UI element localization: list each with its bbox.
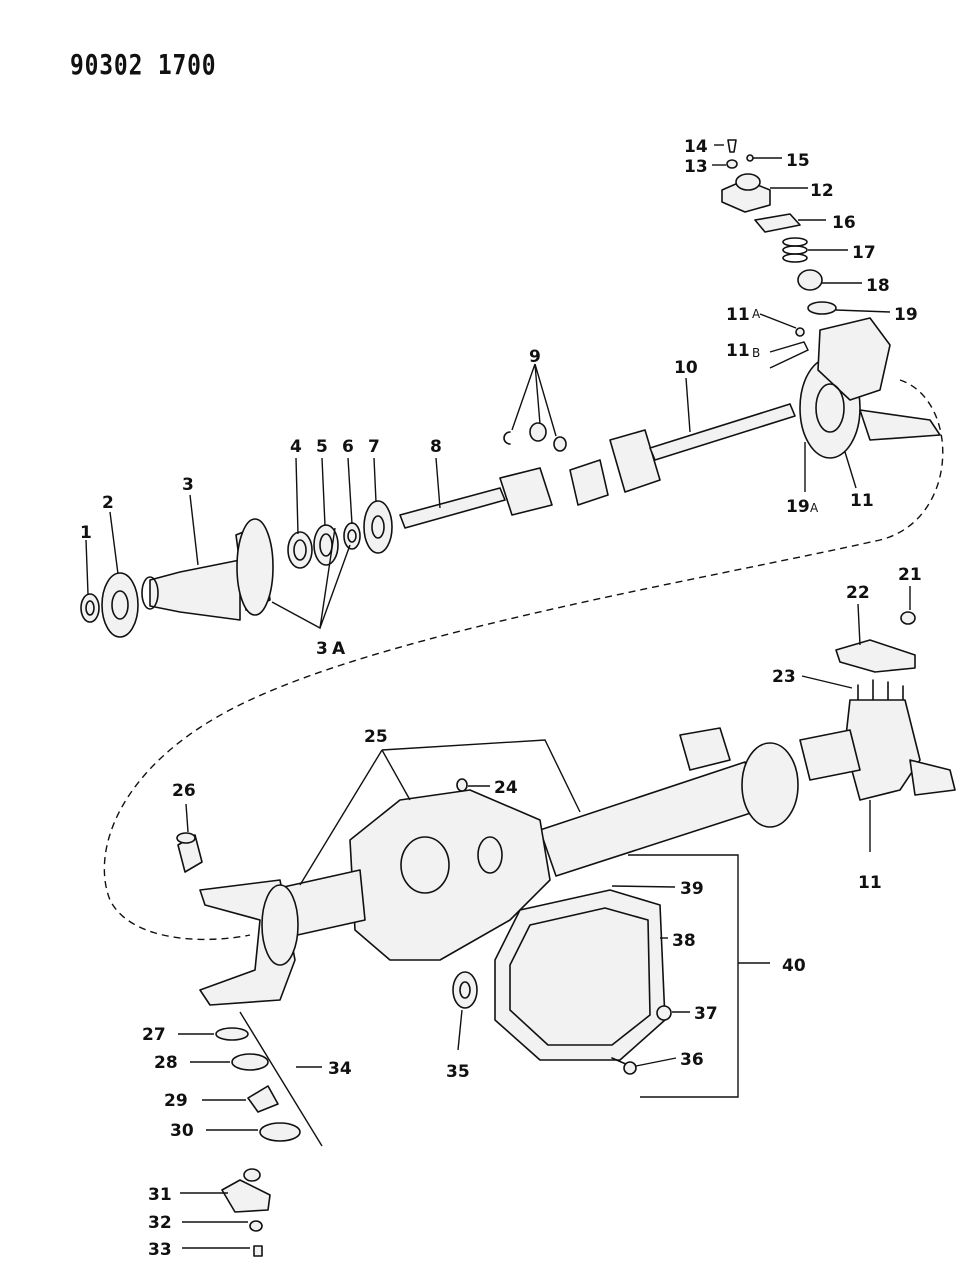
- part-8-inner-axle-shaft: [399, 467, 553, 529]
- part-15-fitting: [746, 154, 754, 162]
- part-25-differential-housing: [349, 789, 551, 961]
- leader-lines: [85, 144, 911, 1249]
- callout-29: 29: [164, 1091, 188, 1111]
- part-22-steering-arm: [835, 639, 916, 673]
- callout-11a: 11: [726, 305, 750, 325]
- part-9-universal-joint: [503, 422, 609, 506]
- part-13-washer: [726, 159, 738, 169]
- part-36-cover-bolt: [611, 1057, 637, 1075]
- callout-3a: 3: [316, 639, 328, 659]
- assembly-boundary-dashed: [103, 379, 944, 941]
- callout-40: 40: [782, 956, 806, 976]
- callout-6: 6: [342, 437, 354, 457]
- part-14-bolt: [727, 139, 737, 153]
- callout-3: 3: [182, 475, 194, 495]
- callout-31: 31: [148, 1185, 172, 1205]
- callout-30: 30: [170, 1121, 194, 1141]
- callout-5: 5: [316, 437, 328, 457]
- callout-11b: 11: [726, 341, 750, 361]
- part-18-bushing: [797, 269, 823, 291]
- callout-19a-suffix: A: [810, 501, 819, 515]
- callout-10: 10: [674, 358, 698, 378]
- part-7-deflector: [363, 500, 393, 554]
- callout-19: 19: [894, 305, 918, 325]
- part-11a-fitting: [795, 327, 805, 337]
- part-12-cap: [721, 173, 771, 213]
- callout-35: 35: [446, 1062, 470, 1082]
- part-27-shim: [215, 1027, 249, 1041]
- callout-11-top: 11: [850, 491, 874, 511]
- part-3-spindle: [141, 518, 274, 621]
- callout-15: 15: [786, 151, 810, 171]
- callout-11a-suffix: A: [752, 307, 761, 321]
- part-17-spring: [782, 237, 808, 263]
- part-11-steering-knuckle-upper: [799, 317, 941, 459]
- callout-34: 34: [328, 1059, 352, 1079]
- callout-28: 28: [154, 1053, 178, 1073]
- callout-38: 38: [672, 931, 696, 951]
- part-19-seal: [807, 301, 837, 315]
- callout-23: 23: [772, 667, 796, 687]
- part-24-fill-plug: [456, 778, 468, 792]
- callout-22: 22: [846, 583, 870, 603]
- callout-18: 18: [866, 276, 890, 296]
- callout-13: 13: [684, 157, 708, 177]
- callout-39: 39: [680, 879, 704, 899]
- part-38-differential-cover: [494, 889, 666, 1061]
- callout-3a-suffix: A: [332, 639, 346, 659]
- callout-32: 32: [148, 1213, 172, 1233]
- callout-9: 9: [529, 347, 541, 367]
- callout-7: 7: [368, 437, 380, 457]
- part-32-nut: [249, 1220, 263, 1232]
- callout-24: 24: [494, 778, 518, 798]
- callout-27: 27: [142, 1025, 166, 1045]
- part-31-bearing-cap: [221, 1168, 271, 1213]
- callout-1: 1: [80, 523, 92, 543]
- callout-2: 2: [102, 493, 114, 513]
- callout-17: 17: [852, 243, 876, 263]
- callout-25: 25: [364, 727, 388, 747]
- callout-12: 12: [810, 181, 834, 201]
- part-10-outer-axle-shaft: [609, 403, 796, 493]
- part-23-studs: [857, 679, 904, 701]
- callout-4: 4: [290, 437, 302, 457]
- part-2-drive-flange: [101, 572, 139, 638]
- callout-11b-suffix: B: [752, 346, 760, 360]
- part-21-nut: [900, 611, 916, 625]
- part-30-bearing-cup: [259, 1122, 301, 1142]
- part-37-drain-plug: [656, 1005, 672, 1021]
- part-25-axle-tube-left: [199, 869, 366, 1006]
- part-6-thrust-washer: [343, 522, 361, 550]
- part-29-bearing-cone: [247, 1085, 279, 1113]
- callout-labels: 1 2 3 3 A 4 5 6 7 8 9 10 11 11 A 11 B 12…: [80, 137, 922, 1260]
- callout-14: 14: [684, 137, 708, 157]
- callout-36: 36: [680, 1050, 704, 1070]
- part-26-bumper: [176, 832, 203, 873]
- part-25-axle-tube-right: [539, 727, 799, 877]
- diagram-code: 90302 1700: [70, 48, 217, 81]
- part-1-lock-nut: [80, 593, 100, 623]
- callout-8: 8: [430, 437, 442, 457]
- part-16-retainer-plate: [754, 213, 801, 233]
- callout-21: 21: [898, 565, 922, 585]
- part-35-pinion-seal: [452, 971, 478, 1009]
- callout-26: 26: [172, 781, 196, 801]
- callout-11-bottom: 11: [858, 873, 882, 893]
- callout-33: 33: [148, 1240, 172, 1260]
- part-11-steering-knuckle-lower: [799, 699, 956, 801]
- callout-16: 16: [832, 213, 856, 233]
- part-33-bolt: [253, 1245, 263, 1257]
- part-28-bearing-cup: [231, 1053, 269, 1071]
- callout-37: 37: [694, 1004, 718, 1024]
- callout-19a: 19: [786, 497, 810, 517]
- part-4-needle-bearing: [287, 531, 313, 569]
